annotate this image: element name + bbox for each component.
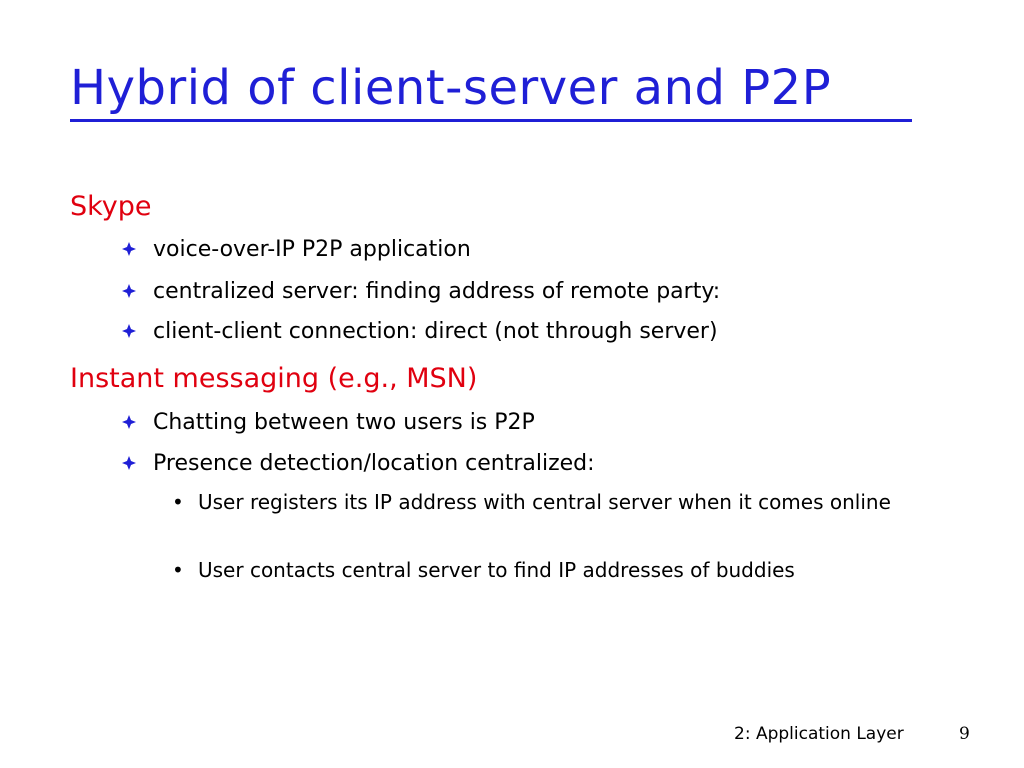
section-heading-skype: Skype xyxy=(70,191,152,222)
title-underline xyxy=(70,119,912,122)
bullet-text: centralized server: finding address of r… xyxy=(153,279,721,304)
diamond-bullet-icon xyxy=(122,242,136,256)
diamond-bullet-icon xyxy=(122,284,136,298)
dot-bullet-icon: • xyxy=(172,490,184,514)
bullet-text: client-client connection: direct (not th… xyxy=(153,319,718,344)
diamond-bullet-icon xyxy=(122,456,136,470)
diamond-bullet-icon xyxy=(122,415,136,429)
dot-bullet-icon: • xyxy=(172,558,184,582)
diamond-bullet-icon xyxy=(122,324,136,338)
bullet-text: Presence detection/location centralized: xyxy=(153,451,595,476)
section-heading-instant-messaging: Instant messaging (e.g., MSN) xyxy=(70,363,478,394)
footer-label: 2: Application Layer xyxy=(734,724,904,744)
bullet-text: voice-over-IP P2P application xyxy=(153,237,471,262)
sub-bullet-text: User registers its IP address with centr… xyxy=(198,490,891,514)
sub-bullet-text: User contacts central server to find IP … xyxy=(198,558,795,582)
bullet-text: Chatting between two users is P2P xyxy=(153,410,535,435)
slide-title: Hybrid of client-server and P2P xyxy=(70,60,832,116)
page-number: 9 xyxy=(959,724,970,744)
